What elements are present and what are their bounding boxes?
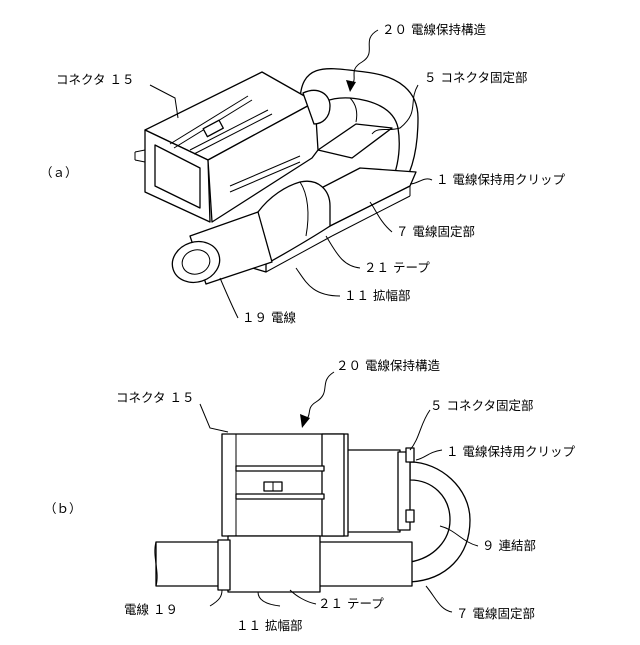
label-a-connector-fixing: ５ コネクタ固定部: [424, 70, 527, 85]
panel-b-tag: （ｂ）: [44, 501, 82, 516]
panel-b-tape: [218, 536, 320, 592]
label-a-wire: １９ 電線: [242, 310, 296, 325]
label-b-clip: １ 電線保持用クリップ: [446, 444, 575, 459]
label-b-wire: 電線 １９: [124, 602, 178, 617]
panel-b: （ｂ）: [44, 358, 575, 633]
label-b-tape: ２１ テープ: [318, 596, 384, 611]
label-a-structure: ２０ 電線保持構造: [382, 22, 486, 37]
label-b-structure: ２０ 電線保持構造: [336, 358, 440, 373]
panel-b-clip: [338, 448, 414, 532]
label-a-connector: コネクタ １５: [56, 72, 134, 87]
panel-a-wire: [167, 212, 272, 288]
label-b-connector: コネクタ １５: [116, 390, 194, 405]
label-b-connector-fixing: ５ コネクタ固定部: [430, 398, 533, 413]
label-a-widened: １１ 拡幅部: [344, 288, 410, 303]
panel-a-labels: ２０ 電線保持構造 コネクタ １５ ５ コネクタ固定部 １ 電線保持用クリップ …: [56, 22, 565, 325]
label-a-tape: ２１ テープ: [364, 260, 430, 275]
label-b-joint: ９ 連結部: [482, 538, 536, 553]
label-a-clip: １ 電線保持用クリップ: [436, 172, 565, 187]
panel-a: （ａ）: [40, 22, 565, 325]
label-b-widened: １１ 拡幅部: [236, 618, 302, 633]
panel-a-tag: （ａ）: [40, 165, 78, 180]
label-a-wire-fixing: ７ 電線固定部: [396, 224, 475, 239]
panel-b-connector: [222, 434, 348, 536]
panel-b-wire-loop: [410, 462, 470, 582]
label-b-wire-fixing: ７ 電線固定部: [456, 606, 535, 621]
